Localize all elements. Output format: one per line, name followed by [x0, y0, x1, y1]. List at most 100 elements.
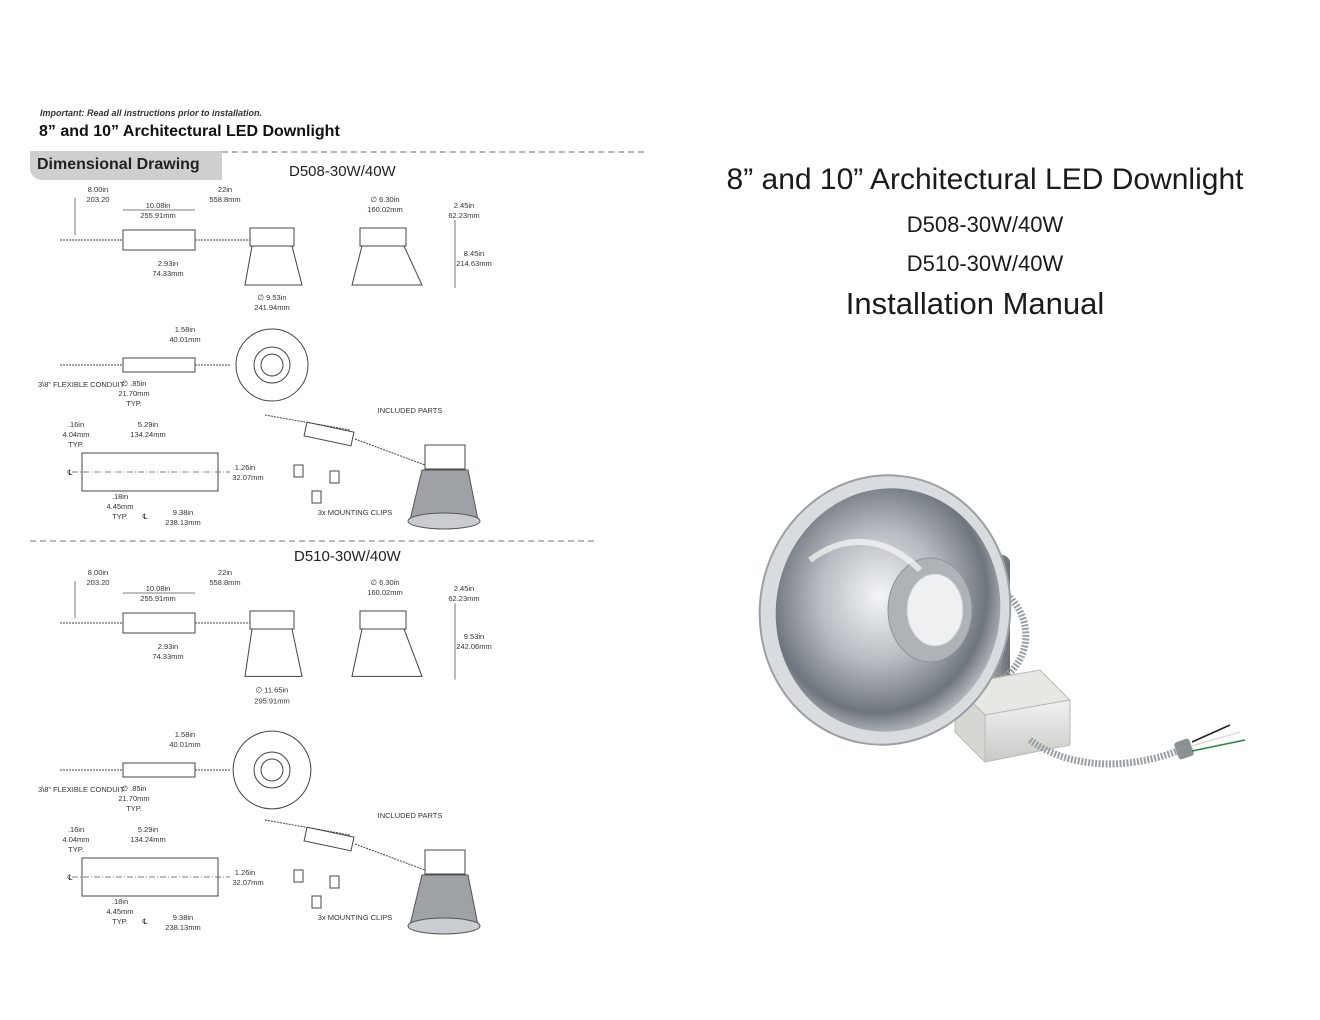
led-top [260, 758, 284, 782]
dimension-label: 21.70mm [118, 389, 149, 398]
dimension-label: 8.00in [88, 185, 108, 194]
dimension-label: .16in [68, 825, 84, 834]
dimension-label: 10.08in [146, 584, 171, 593]
dimension-label: 238.13mm [165, 518, 200, 527]
dimension-label: 160.02mm [367, 588, 402, 597]
dimension-label: 558.8mm [209, 195, 240, 204]
mounting-clip [293, 869, 304, 883]
dimension-label: 9.38in [173, 508, 193, 517]
reflector-outline [244, 245, 303, 286]
dimension-label: 74.33mm [152, 652, 183, 661]
drawing-model-label: D508-30W/40W [289, 163, 396, 180]
dimension-label: INCLUDED PARTS [378, 406, 443, 415]
dimension-label: 22in [218, 568, 232, 577]
heat-sink [249, 610, 295, 630]
dimension-label: 238.13mm [165, 923, 200, 932]
dimension-label: 1.58in [175, 730, 195, 739]
dimension-label: ∅ 11.65in [256, 686, 289, 695]
dimension-label: 4.04mm [62, 430, 89, 439]
dimension-label: ℄ [142, 917, 149, 926]
dimension-label: 32.07mm [232, 878, 263, 887]
dimension-label: 62.23mm [448, 594, 479, 603]
dimension-label: 4.45mm [106, 907, 133, 916]
mounting-clip [311, 490, 322, 504]
driver-cord [354, 438, 426, 466]
dimension-label: 1.58in [175, 325, 195, 334]
dimension-label: ∅ .85in [122, 379, 147, 388]
dimension-label: TYP. [68, 845, 84, 854]
dimension-label: 242.06mm [456, 642, 491, 651]
dimension-label: 558.8mm [209, 578, 240, 587]
dimension-label: .16in [68, 420, 84, 429]
dimension-label: 3x MOUNTING CLIPS [318, 508, 393, 517]
mounting-clip [329, 470, 340, 484]
heat-sink [249, 227, 295, 247]
dimension-label: 2.93in [158, 259, 178, 268]
dimension-label: 134.24mm [130, 430, 165, 439]
heat-sink-top [253, 346, 291, 384]
heat-sink-top [253, 751, 291, 789]
dimensional-drawing-d508: 8.00in203.2010.08in255.91mm22in558.8mm2.… [38, 185, 492, 530]
dimension-label: 10.08in [146, 201, 171, 210]
reflector-outline [351, 245, 423, 286]
conduit-connector [1174, 738, 1194, 760]
dimension-label: 3\8” FLEXIBLE CONDUIT [38, 785, 125, 794]
dimension-label: 22in [218, 185, 232, 194]
section-divider [222, 151, 644, 153]
drawing-divider [30, 540, 594, 542]
dimension-label: 241.94mm [254, 303, 289, 312]
installation-notice: Important: Read all instructions prior t… [40, 108, 263, 118]
driver-part [303, 421, 355, 447]
dimension-label: 8.00in [88, 568, 108, 577]
dimension-label: 255.91mm [140, 211, 175, 220]
dimension-label: 40.01mm [169, 335, 200, 344]
dimension-label: TYP. [68, 440, 84, 449]
dimension-label: 8.45in [464, 249, 484, 258]
reflector [758, 474, 1012, 746]
dimension-label: 1.26in [235, 463, 255, 472]
heat-sink-part [424, 849, 466, 875]
cover-model-d510: D510-30W/40W [906, 251, 1064, 276]
dimension-label: 9.38in [173, 913, 193, 922]
dimension-label: .18in [112, 897, 128, 906]
reflector-outline [244, 628, 303, 677]
dimension-label: 203.20 [87, 578, 110, 587]
heat-sink [359, 227, 407, 247]
reflector-rim [407, 917, 481, 935]
dimension-label: 2.93in [158, 642, 178, 651]
mounting-clip [329, 875, 340, 889]
cover-model-d508: D508-30W/40W [906, 212, 1064, 237]
cover-title: 8” and 10” Architectural LED Downlight [726, 163, 1244, 196]
flexible-conduit-out [1027, 737, 1182, 768]
dimension-label: ℄ [67, 873, 74, 882]
mounting-clip [311, 895, 322, 909]
downlight-product-image [758, 474, 1246, 768]
dimension-label: 2.45in [454, 201, 474, 210]
wire-leads [1191, 724, 1246, 752]
fixture-top-view [235, 328, 309, 402]
dimension-label: 32.07mm [232, 473, 263, 482]
driver-box [122, 357, 196, 373]
reflector-rim [407, 512, 481, 530]
dimension-label: 4.04mm [62, 835, 89, 844]
dimension-label: ℄ [67, 468, 74, 477]
dimension-label: 134.24mm [130, 835, 165, 844]
flexible-conduit [988, 587, 1030, 689]
heat-sink [359, 610, 407, 630]
cover-manual-label: Installation Manual [845, 286, 1105, 321]
dimension-label: 214.63mm [456, 259, 491, 268]
dimension-label: 3x MOUNTING CLIPS [318, 913, 393, 922]
mounting-clip [293, 464, 304, 478]
driver-box [122, 612, 196, 634]
dimension-label: ℄ [142, 512, 149, 521]
driver-box [122, 762, 196, 778]
dimension-label: TYP. [126, 399, 142, 408]
dimension-label: 5.29in [138, 825, 158, 834]
dimension-label: 4.45mm [106, 502, 133, 511]
dimension-label: 9.53in [464, 632, 484, 641]
dimension-label: 62.23mm [448, 211, 479, 220]
fixture-top-view [232, 730, 312, 810]
dimension-label: .18in [112, 492, 128, 501]
dimension-label: 74.33mm [152, 269, 183, 278]
dimension-label: 2.45in [454, 584, 474, 593]
